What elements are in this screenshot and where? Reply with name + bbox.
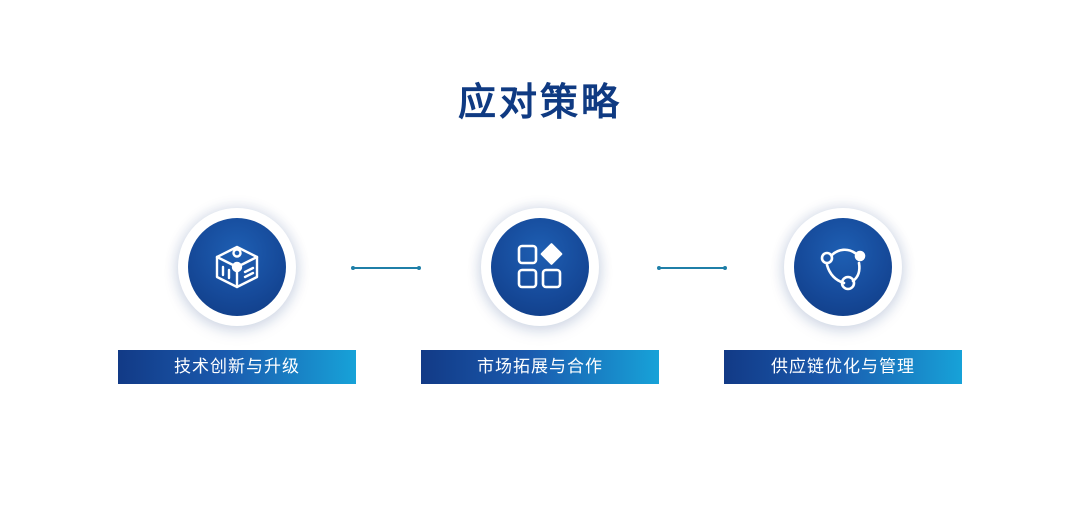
strategy-step-1: 技术创新与升级	[118, 208, 356, 388]
icon-halo	[784, 208, 902, 326]
share-nodes-icon	[820, 248, 866, 291]
step-label: 技术创新与升级	[118, 350, 356, 384]
step-label: 市场拓展与合作	[421, 350, 659, 384]
connector-line	[351, 266, 421, 270]
strategy-step-3: 供应链优化与管理	[724, 208, 962, 388]
connector-line	[657, 266, 727, 270]
icon-disc	[188, 218, 286, 316]
cube-network-icon	[215, 245, 259, 289]
strategy-step-2: 市场拓展与合作	[421, 208, 659, 388]
page-title: 应对策略	[457, 80, 622, 124]
app-grid-icon	[517, 243, 563, 289]
step-label: 供应链优化与管理	[724, 350, 962, 384]
icon-halo	[481, 208, 599, 326]
icon-disc	[794, 218, 892, 316]
icon-disc	[491, 218, 589, 316]
icon-halo	[178, 208, 296, 326]
